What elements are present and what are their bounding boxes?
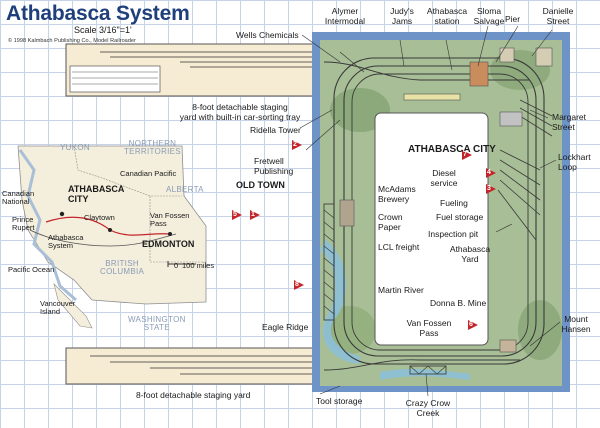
marker-4: 4 xyxy=(487,169,491,176)
label-fueling: Fueling xyxy=(440,198,468,208)
marker-3: 3 xyxy=(487,185,491,192)
label-pier: Pier xyxy=(505,14,521,24)
label-fuel-storage: Fuel storage xyxy=(436,212,484,222)
label-old-town: OLD TOWN xyxy=(236,180,285,190)
marker-8-shape xyxy=(294,280,304,290)
marker-6-shape xyxy=(468,320,478,330)
operating-pit xyxy=(374,112,489,346)
upper-staging-tray xyxy=(65,43,325,97)
marker-2: 2 xyxy=(293,141,297,148)
marker-6: 6 xyxy=(469,321,473,328)
map-yukon: YUKON xyxy=(60,143,90,152)
marker-4-shape xyxy=(486,168,496,178)
map-alberta: ALBERTA xyxy=(166,185,204,194)
layout-table xyxy=(312,32,570,392)
marker-8: 8 xyxy=(295,281,299,288)
label-tool-storage: Tool storage xyxy=(316,396,363,406)
leader-lines xyxy=(299,25,561,397)
marker-2-shape xyxy=(292,140,302,150)
copyright-note: © 1998 Kalmbach Publishing Co., Model Ra… xyxy=(8,38,136,44)
label-lcl-freight: LCL freight xyxy=(378,242,420,252)
label-lower-staging-yard: 8-foot detachable staging yard xyxy=(136,390,251,400)
bc-locator-map xyxy=(17,145,207,329)
map-edmonton: EDMONTON xyxy=(142,239,195,249)
marker-1: 1 xyxy=(251,211,255,218)
label-eagle-ridge: Eagle Ridge xyxy=(262,322,309,332)
label-ridella-tower: Ridella Tower xyxy=(250,125,301,135)
diagram-title: Athabasca System xyxy=(6,2,190,25)
river-water xyxy=(320,240,360,364)
label-wells-chemicals: Wells Chemicals xyxy=(236,30,299,40)
label-athabasca-city: ATHABASCA CITY xyxy=(408,144,496,155)
marker-1-shape xyxy=(250,210,260,220)
marker-5: 5 xyxy=(233,211,237,218)
lower-staging-tray xyxy=(65,347,325,385)
label-martin-river: Martin River xyxy=(378,285,424,295)
marker-7: 7 xyxy=(463,151,467,158)
marker-7-shape xyxy=(462,150,472,160)
map-canadian-pacific: Canadian Pacific xyxy=(120,169,177,178)
map-scale-zero: 0 xyxy=(174,261,179,270)
marker-3-shape xyxy=(486,184,496,194)
label-donna-b-mine: Donna B. Mine xyxy=(430,298,487,308)
marker-5-shape xyxy=(232,210,242,220)
label-inspection-pit: Inspection pit xyxy=(428,229,479,239)
map-scale-miles: 100 miles xyxy=(182,261,215,270)
scale-note: Scale 3/16"=1' xyxy=(74,25,132,35)
map-pacific-ocean: Pacific Ocean xyxy=(8,265,55,274)
photo-markers xyxy=(232,140,496,330)
map-claytown: Claytown xyxy=(84,213,115,222)
